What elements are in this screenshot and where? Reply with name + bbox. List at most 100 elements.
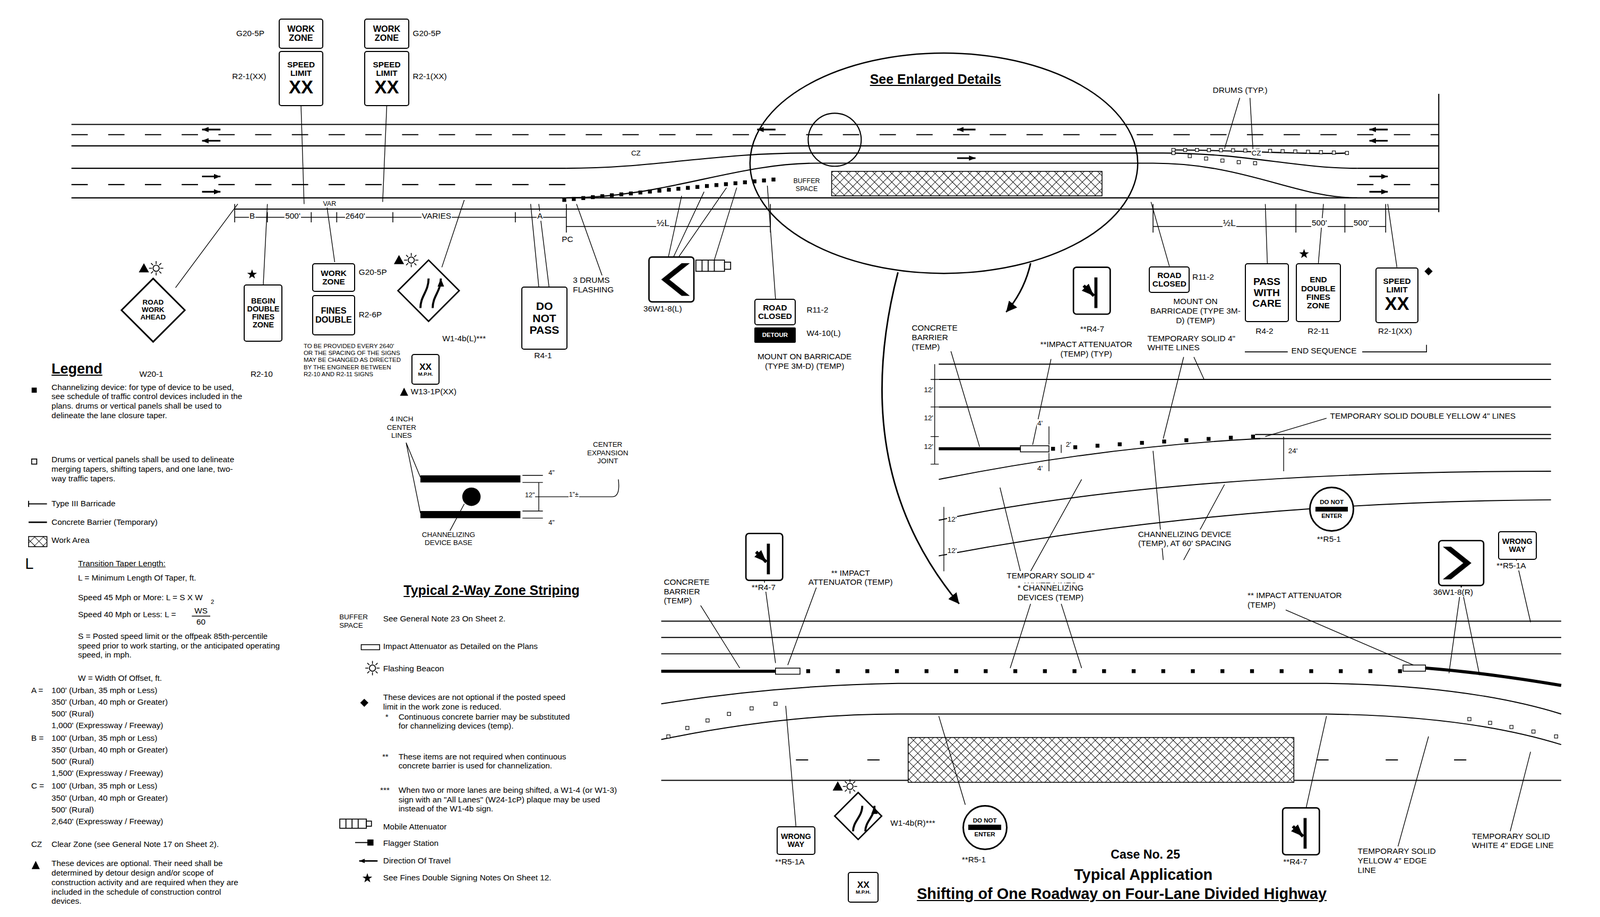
drawn-line — [420, 278, 441, 309]
drawn-line — [71, 134, 1440, 136]
drawn-line — [1369, 140, 1389, 142]
drawn-line — [949, 345, 1327, 572]
drawn-shape — [360, 699, 369, 708]
annotation-label: Typical Application — [1073, 866, 1214, 884]
legend-text: Type III Barricade — [50, 499, 116, 509]
drawn-rect — [1403, 665, 1426, 672]
channelizing-device — [706, 719, 710, 723]
channelizing-device — [1309, 669, 1313, 674]
sign-text-group: SPEED LIMITXX — [281, 60, 322, 98]
channelizing-device — [1228, 436, 1233, 440]
sign-text-group: XXM.P.H. — [414, 362, 438, 377]
annotation-label: *** — [379, 785, 391, 796]
legend-text: These devices are not optional if the po… — [382, 692, 573, 712]
annotation-label: **R4-7 — [1079, 324, 1105, 334]
channelizing-device — [895, 669, 899, 674]
drawn-line — [1438, 93, 1440, 213]
annotation-label: R2-1(XX) — [1377, 326, 1413, 337]
annotation-label: ½L — [656, 218, 670, 229]
drawn-line — [938, 364, 1551, 408]
drawn-line — [234, 203, 567, 233]
channelizing-device — [686, 186, 690, 190]
channelizing-device — [1368, 669, 1372, 674]
drawn-line — [202, 128, 221, 131]
diamond-shape — [121, 278, 185, 342]
drawn-line — [365, 661, 380, 676]
annotation-label: 500' (Rural) — [50, 757, 95, 767]
annotation-label: CENTER EXPANSION JOINT — [581, 440, 634, 466]
annotation-label: See General Note 23 On Sheet 2. — [382, 614, 507, 624]
sign-text-group: END DOUBLE FINES ZONE — [1298, 275, 1339, 311]
regulatory-sign: XXM.P.H. — [847, 872, 879, 903]
sign-legend: XX — [1378, 294, 1416, 314]
drawn-line — [403, 253, 419, 268]
annotation-label: 4" — [547, 519, 555, 527]
channelizing-device — [1280, 149, 1285, 153]
annotation-label: 4" — [547, 469, 555, 477]
annotation-label: TEMPORARY SOLID WHITE 4" EDGE LINE — [1471, 831, 1557, 851]
sign-legend: ROAD CLOSED — [1151, 271, 1187, 289]
drawn-circle — [152, 265, 160, 272]
annotation-label: Clear Zone (see General Note 17 on Sheet… — [50, 839, 220, 850]
regulatory-sign: BEGIN DOUBLE FINES ZONE — [243, 284, 283, 342]
annotation-label: 4' — [1036, 419, 1044, 428]
annotation-label: **R5-1 — [961, 855, 987, 865]
sign-legend: SPEED LIMIT — [281, 60, 322, 78]
annotation-label: B — [248, 211, 256, 221]
annotation-label: B = — [30, 733, 45, 744]
drawn-line — [881, 272, 959, 605]
regulatory-sign: WORK ZONE — [364, 18, 410, 50]
regulatory-sign: END DOUBLE FINES ZONE — [1295, 263, 1341, 323]
drawn-line — [943, 506, 944, 572]
channelizing-device — [1195, 148, 1199, 152]
drawn-shape — [398, 260, 460, 322]
sign-legend: END DOUBLE FINES ZONE — [1298, 275, 1339, 311]
channelizing-device — [1184, 438, 1189, 442]
drawn-line — [1254, 434, 1551, 440]
channelizing-device — [1220, 669, 1225, 674]
channelizing-device — [806, 669, 810, 674]
drawn-line — [28, 501, 48, 508]
drawn-shape — [362, 873, 373, 883]
do-not-enter-sign: DO NOTENTER — [962, 805, 1008, 851]
annotation-label: TEMPORARY SOLID DOUBLE YELLOW 4" LINES — [1329, 411, 1517, 421]
drawn-circle — [408, 256, 415, 264]
drawn-circle — [807, 113, 862, 167]
channelizing-device — [1332, 150, 1336, 154]
channelizing-device — [1488, 721, 1492, 725]
sign-legend: M.P.H. — [850, 889, 876, 896]
channelizing-device — [865, 669, 870, 674]
channelizing-device — [750, 707, 754, 711]
do-not-enter-sign: DO NOTENTER — [1309, 486, 1355, 532]
annotation-label: L = Minimum Length Of Taper, ft. — [77, 573, 197, 583]
drawing-group — [1073, 267, 1111, 315]
channelizing-device — [724, 182, 728, 186]
drawn-rect — [1282, 807, 1320, 855]
warning-diamond-sign: ROAD WORK AHEAD — [120, 277, 186, 343]
drawn-shape — [393, 255, 404, 265]
drawn-line — [566, 152, 1358, 169]
channelizing-device — [924, 669, 928, 674]
annotation-label: 12' — [947, 546, 958, 555]
sign-legend: WRONG WAY — [1500, 537, 1535, 554]
sign-text-group: ROAD CLOSED — [757, 303, 794, 321]
legend-text: Flagger Station — [382, 838, 440, 849]
annotation-label: CZ — [630, 149, 642, 158]
drawn-rect — [28, 536, 48, 547]
drawn-rect — [908, 737, 1295, 784]
annotation-label: W1-4b(R)*** — [889, 818, 936, 829]
drawn-line — [71, 123, 1440, 125]
annotation-label: 36W1-8(L) — [642, 304, 683, 314]
annotation-label: **R5-1 — [1316, 534, 1342, 545]
annotation-label: W1-4b(L)*** — [441, 333, 487, 344]
sign-legend: BEGIN DOUBLE FINES ZONE — [246, 297, 280, 330]
drawn-line — [175, 106, 465, 288]
drawn-line — [1005, 263, 1031, 313]
detail-ellipse — [750, 53, 1138, 274]
channelizing-device — [1051, 447, 1055, 451]
regulatory-sign: ROAD CLOSED — [754, 298, 797, 326]
drawing-group — [175, 98, 1531, 848]
channelizing-device — [1279, 669, 1284, 674]
regulatory-sign: XXM.P.H. — [411, 354, 441, 385]
drawn-line — [853, 805, 875, 832]
